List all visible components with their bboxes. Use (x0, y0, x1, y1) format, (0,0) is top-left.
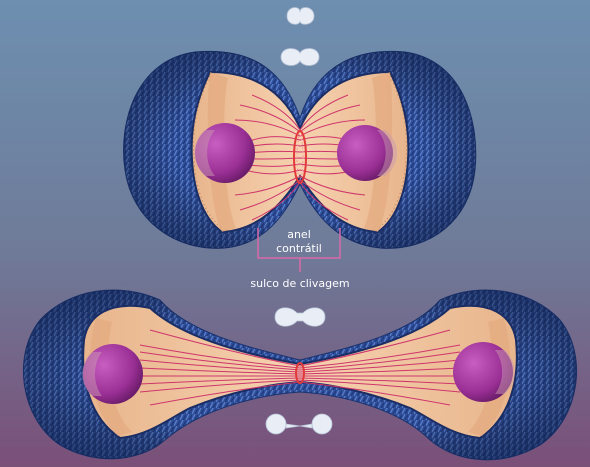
dividing-cell-icon-4 (265, 413, 333, 435)
nucleus-bottom-left (83, 344, 143, 404)
label-cleavage-furrow: sulco de clivagem (250, 277, 349, 290)
dividing-cell-icon-1 (286, 7, 315, 25)
dividing-cell-icon-2 (280, 48, 320, 66)
contractile-ring-bracket (257, 228, 341, 259)
nucleus-top-right (337, 125, 393, 181)
spindle-fibers-bottom (139, 329, 461, 406)
label-contractile-ring-line1: anel (287, 228, 311, 241)
contractile-ring-top (293, 130, 307, 184)
dividing-cell-icon-3 (274, 307, 326, 327)
early-division-cell (123, 50, 477, 249)
callouts: anel contrátil sulco de clivagem (250, 228, 350, 290)
label-contractile-ring-line2: contrátil (276, 242, 322, 255)
late-division-cell (22, 289, 578, 461)
nucleus-bottom-right (453, 342, 513, 402)
contractile-ring-bottom (295, 362, 305, 384)
